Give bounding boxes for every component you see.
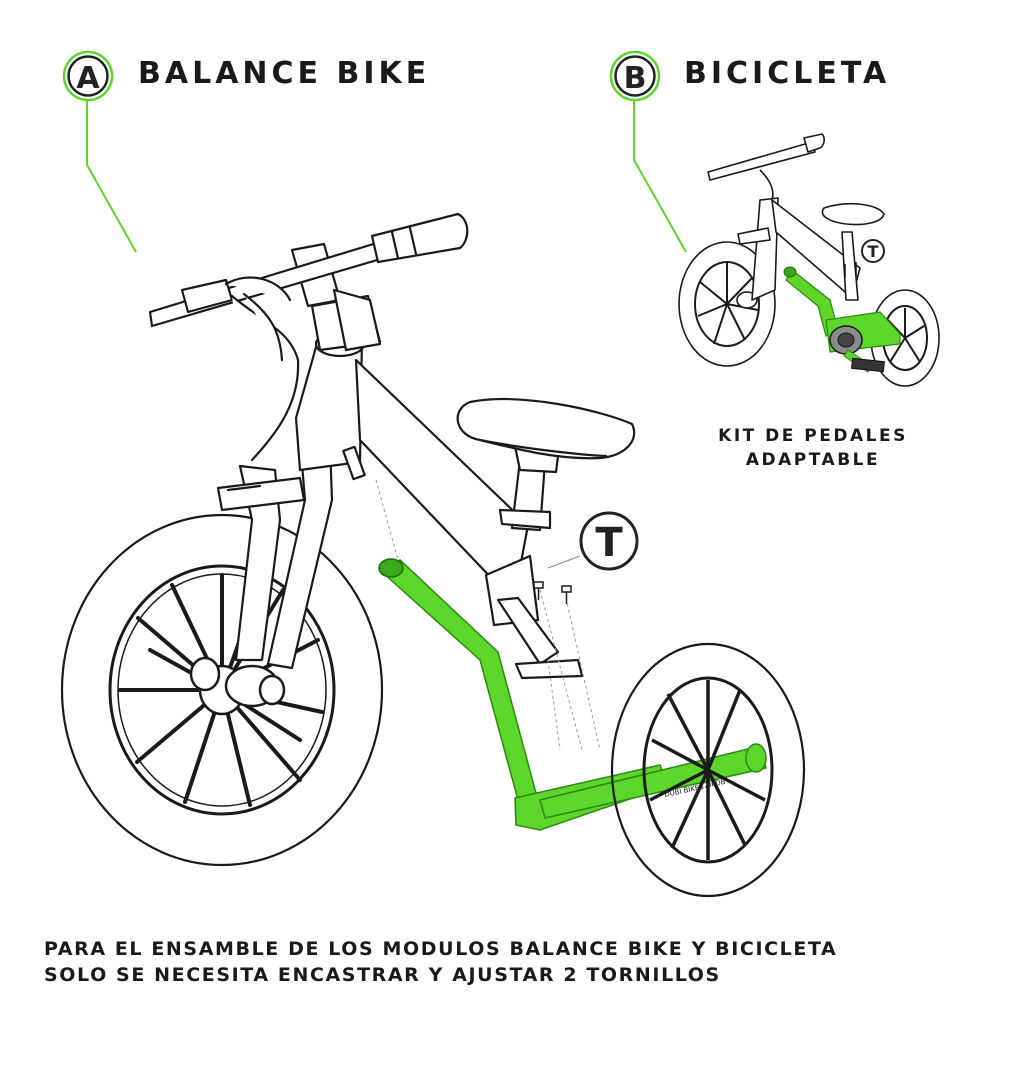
screws [533,581,572,604]
footer-line-1: PARA EL ENSAMBLE DE LOS MODULOS BALANCE … [44,938,838,960]
kit-text-line-1: KIT DE PEDALES [718,426,908,446]
balance-bike-illustration [60,212,636,867]
screw-marker-small-letter: T [868,242,879,261]
kit-text-line-2: ADAPTABLE [745,450,881,470]
seat [456,398,636,532]
handlebar [148,212,469,462]
title-bicicleta: BICICLETA [684,56,891,91]
footer-line-2: SOLO SE NECESITA ENCASTRAR Y AJUSTAR 2 T… [44,964,721,986]
screw-marker-large-letter: T [595,520,623,566]
label-b-letter: B [624,61,647,96]
main-frame [342,358,584,680]
screw-marker-small: T [861,239,885,263]
screw-guide-lines [375,479,601,751]
bicycle-illustration [678,133,940,387]
title-balance-bike: BALANCE BIKE [138,56,431,91]
screw-marker-large: T [547,511,639,571]
rear-wheel [610,642,806,898]
label-b-marker: B [609,50,687,253]
label-a-marker: A [62,50,137,253]
label-a-letter: A [76,61,100,96]
pedal-kit-module [783,266,901,373]
front-wheel [60,513,384,867]
